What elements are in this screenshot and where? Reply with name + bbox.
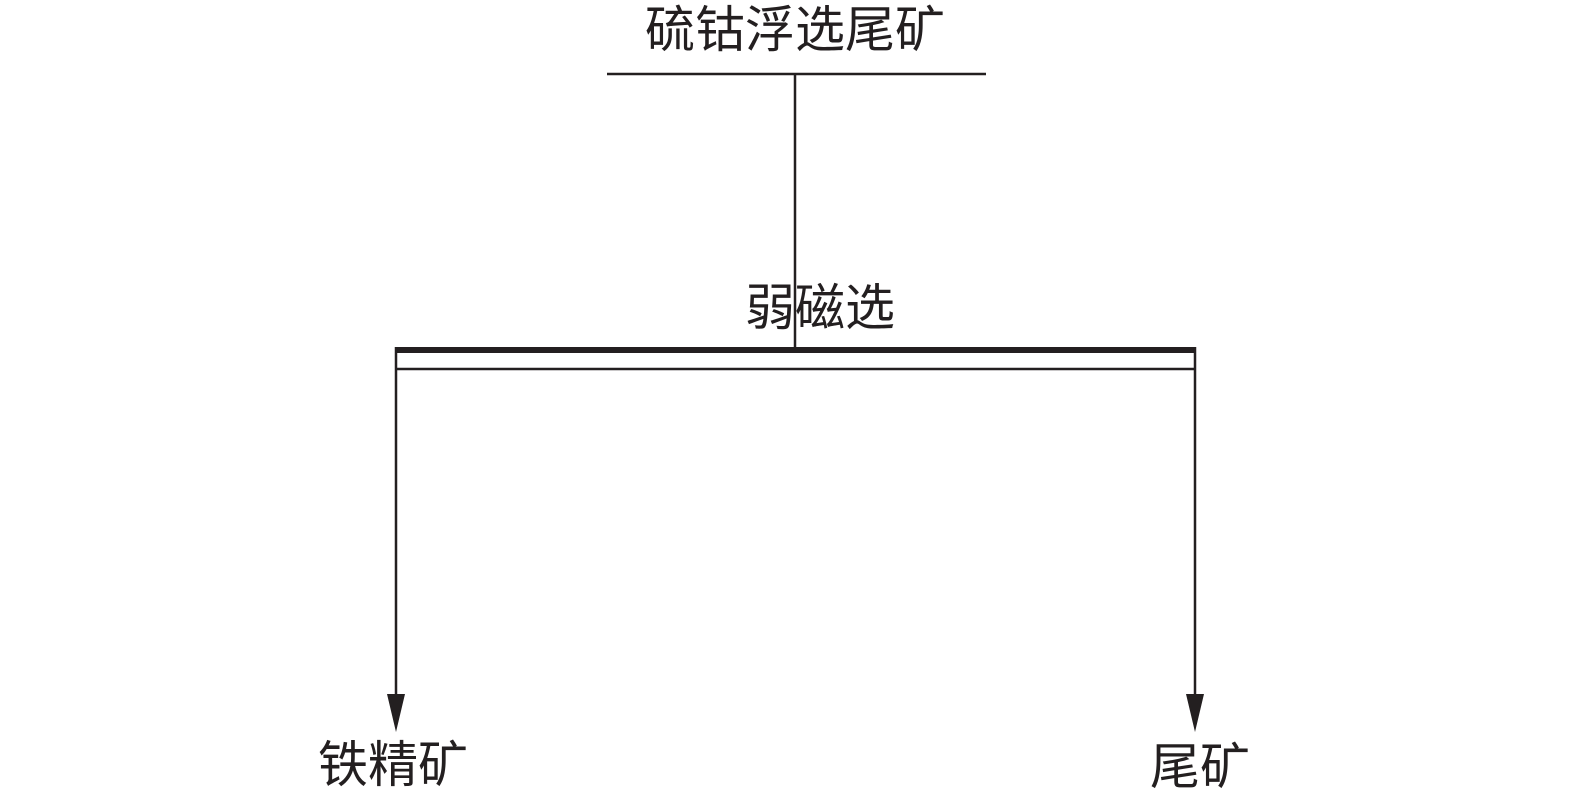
tailings-label: 尾矿 <box>1150 738 1250 796</box>
iron-concentrate-label: 铁精矿 <box>318 736 468 794</box>
right-arrowhead <box>1186 694 1204 732</box>
process-label: 弱磁选 <box>745 279 895 337</box>
feed-label: 硫钴浮选尾矿 <box>645 1 945 59</box>
left-arrowhead <box>387 694 405 732</box>
